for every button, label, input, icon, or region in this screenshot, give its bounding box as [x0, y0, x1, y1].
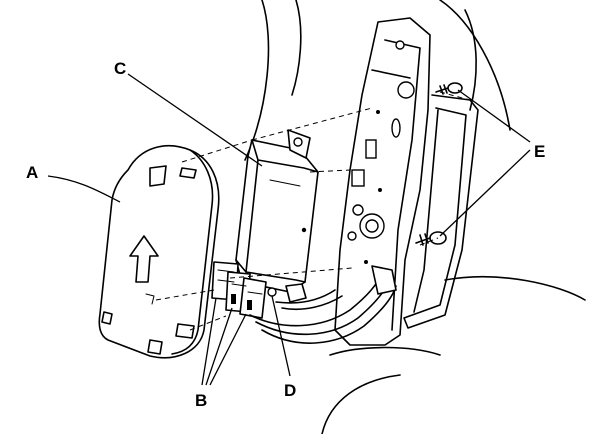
pillar-slot-1 — [391, 118, 401, 138]
leader-e-1 — [457, 89, 531, 143]
leader-e-2 — [439, 149, 531, 237]
leader-b-1 — [201, 297, 217, 386]
wire-harness — [249, 265, 397, 344]
callout-b: B — [195, 391, 207, 410]
pillar-hole-1 — [395, 40, 405, 50]
callout-e: E — [534, 142, 545, 161]
pillar-hole-3 — [352, 204, 364, 216]
pillar-hole-4 — [347, 231, 357, 241]
leader-b-2 — [205, 307, 233, 386]
cover-arrow-icon — [129, 235, 159, 283]
connector-latch — [267, 287, 277, 297]
side-bracket — [403, 94, 479, 329]
pillar-dot-1 — [378, 188, 382, 192]
callout-a: A — [26, 163, 38, 182]
screw-upper — [435, 82, 463, 95]
pillar-dot-3 — [364, 260, 368, 264]
pillar-grommet-inner — [365, 219, 379, 233]
callout-c: C — [114, 59, 126, 78]
alignment-lines — [155, 91, 471, 331]
cover — [98, 145, 220, 359]
pillar-hole-2 — [397, 81, 415, 99]
unit-bolt — [293, 137, 303, 147]
leader-lines — [47, 73, 531, 386]
control-unit — [235, 129, 319, 293]
pillar-square-hole — [351, 169, 365, 187]
leader-b-3 — [209, 313, 247, 386]
leader-c — [127, 73, 263, 167]
leader-d — [271, 295, 291, 377]
connectors — [211, 261, 277, 319]
pillar-frame — [334, 17, 431, 346]
callout-d: D — [284, 381, 296, 400]
pillar-rect-hole — [365, 139, 377, 159]
leader-a — [47, 175, 121, 203]
pillar-dot-2 — [376, 110, 380, 114]
